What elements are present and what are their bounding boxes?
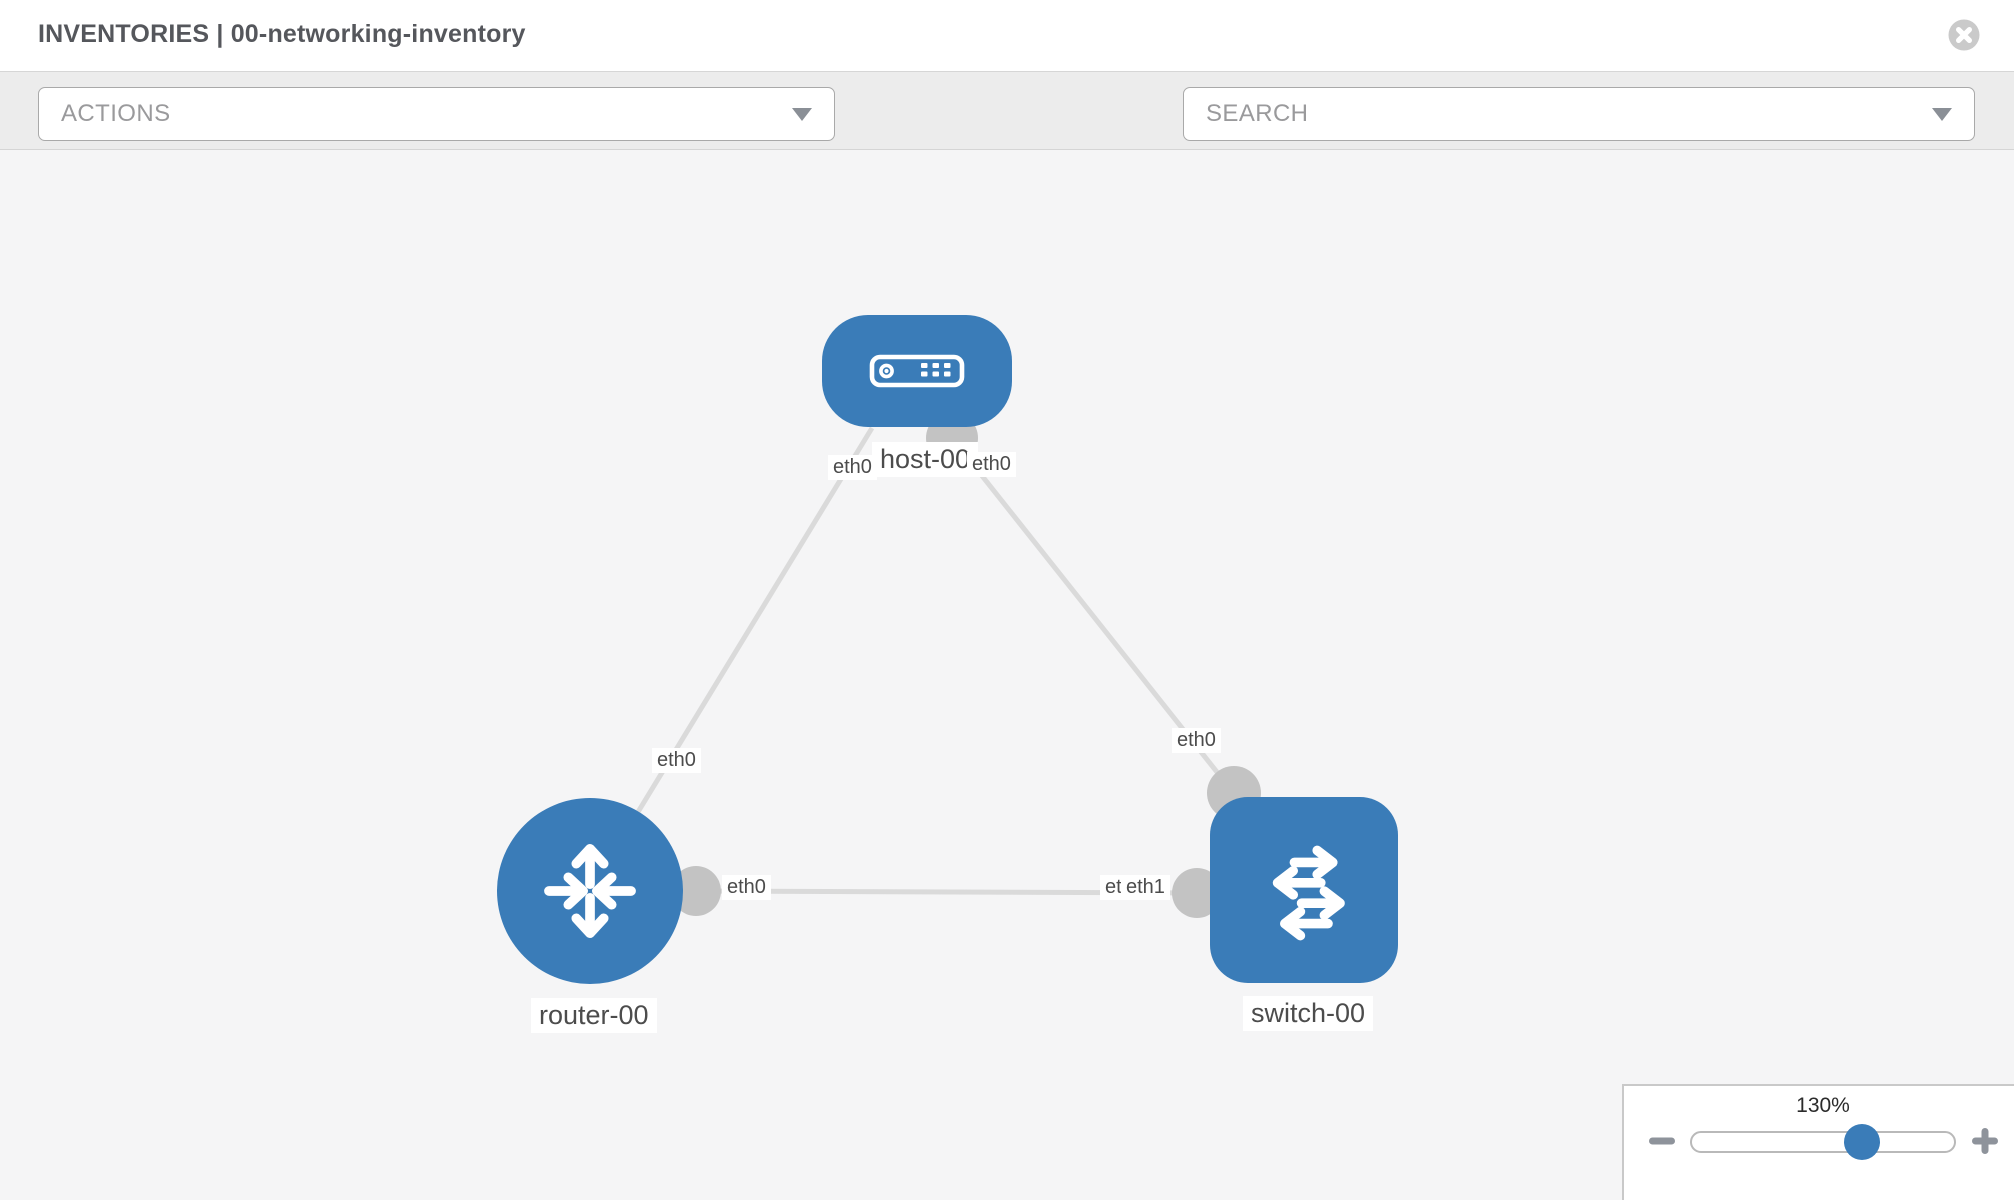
zoom-level-label: 130% [1796, 1094, 1850, 1117]
zoom-slider-track[interactable] [1690, 1131, 1956, 1153]
minus-icon [1649, 1137, 1675, 1145]
plus-icon [1972, 1128, 1998, 1154]
actions-dropdown-label: ACTIONS [61, 100, 171, 127]
page-title: INVENTORIES | 00-networking-inventory [38, 20, 526, 48]
actions-dropdown[interactable]: ACTIONS [38, 87, 835, 141]
interface-label: eth1 [1121, 875, 1170, 900]
node-switch-00[interactable] [1210, 797, 1398, 983]
node-router-00[interactable] [497, 798, 683, 984]
host-icon [869, 354, 965, 388]
interface-label: eth0 [967, 452, 1016, 477]
node-label-switch: switch-00 [1243, 996, 1374, 1031]
switch-icon [1272, 845, 1345, 941]
interface-label: eth0 [722, 875, 771, 900]
topology-canvas[interactable]: host-00 router-00 switch-00 eth0 eth0 et… [0, 150, 2014, 1200]
chevron-down-icon [1932, 107, 1952, 121]
zoom-slider-thumb[interactable] [1844, 1124, 1880, 1160]
node-label-host: host-00 [872, 442, 979, 477]
endpoint-switch-eth1[interactable] [1172, 868, 1222, 918]
interface-label: eth0 [652, 748, 701, 773]
node-host-00[interactable] [822, 315, 1012, 427]
node-label-router: router-00 [531, 998, 657, 1033]
header: INVENTORIES | 00-networking-inventory [0, 0, 2014, 72]
interface-label: eth0 [828, 455, 877, 480]
close-button[interactable] [1948, 19, 1980, 51]
search-dropdown-label: SEARCH [1206, 100, 1309, 127]
close-icon [1948, 19, 1980, 51]
router-icon [544, 843, 636, 939]
interface-label: eth0 [1172, 728, 1221, 753]
zoom-out-button[interactable] [1645, 1124, 1679, 1158]
toolbar: ACTIONS SEARCH [0, 72, 2014, 205]
search-dropdown[interactable]: SEARCH [1183, 87, 1975, 141]
links-layer [635, 412, 1261, 918]
zoom-panel: 130% [1622, 1084, 2014, 1200]
zoom-in-button[interactable] [1968, 1124, 2002, 1158]
chevron-down-icon [792, 107, 812, 121]
endpoint-router-eth0[interactable] [671, 866, 721, 916]
